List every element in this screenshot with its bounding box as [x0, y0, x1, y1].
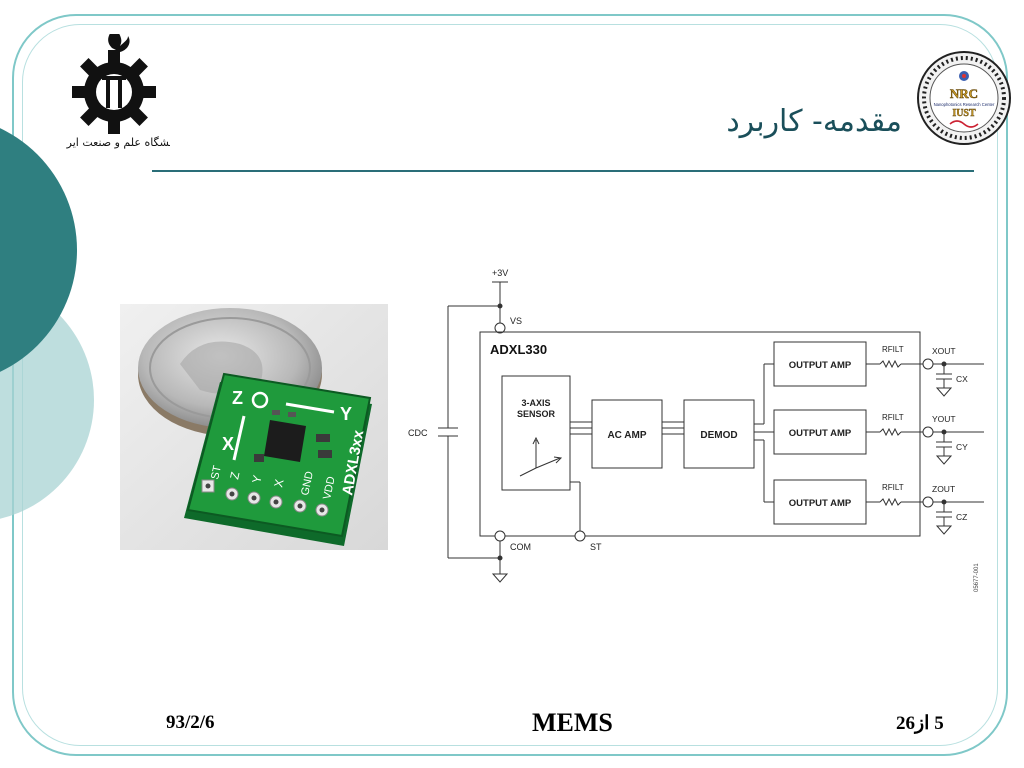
board-arrow-x-icon [232, 415, 246, 461]
sensor-block [501, 375, 571, 491]
figure-code: 05677-001 [974, 563, 980, 592]
board-pin-z: Z [227, 471, 242, 481]
board-pin-y: Y [249, 474, 264, 485]
accelerometer-board-photo: Z Y X ADXL3xx ST Z Y X GND VDD [120, 304, 388, 550]
yout-label: YOUT [932, 414, 956, 424]
demod-block [683, 399, 755, 469]
nrc-logo-line1: NRC [950, 86, 978, 101]
ground-icon [491, 573, 509, 583]
vs-label: VS [510, 316, 522, 326]
cz-label: CZ [956, 512, 967, 522]
sensor-label-line1: 3-AXIS [521, 398, 550, 408]
demod-label: DEMOD [700, 430, 737, 441]
board-axis-x: X [222, 434, 234, 454]
com-label: COM [510, 542, 531, 552]
xout-label: XOUT [932, 346, 956, 356]
cy-label: CY [956, 442, 968, 452]
nrc-logo-line2: Nanophotonics Research Center [934, 102, 995, 107]
board-pin-x: X [271, 478, 286, 489]
rfilt-3-resistor [866, 497, 924, 507]
ac-amp-label: AC AMP [607, 430, 646, 441]
footer-date: 93/2/6 [166, 712, 215, 733]
slide-title: مقدمه- کاربرد [726, 104, 902, 139]
cx-ground-icon [935, 387, 953, 397]
decorative-left-circles [0, 128, 94, 519]
chip-label: ADXL330 [490, 342, 547, 357]
rfilt-1-label: RFILT [882, 345, 904, 354]
board-silkscreen: Z Y X ADXL3xx ST Z Y X GND VDD [209, 388, 367, 501]
board-pin-vdd: VDD [321, 475, 338, 500]
zout-pin [922, 496, 934, 508]
atom-icon [959, 71, 969, 81]
yout-pin [922, 426, 934, 438]
cz-capacitor [935, 502, 953, 535]
cx-label: CX [956, 374, 968, 384]
output-amp-2-label: OUTPUT AMP [789, 428, 852, 439]
cx-capacitor [935, 364, 953, 397]
board-arrow-y-icon [285, 402, 335, 414]
cy-ground-icon [935, 455, 953, 465]
nrc-logo-line3: IUST [952, 108, 976, 119]
axes-icon [519, 436, 563, 477]
st-pin [574, 530, 586, 542]
com-pin [494, 530, 506, 542]
nrc-logo: NRC Nanophotonics Research Center IUST [917, 51, 1011, 145]
st-label: ST [590, 542, 602, 552]
board-pin-st: ST [209, 464, 224, 481]
rfilt-3-label: RFILT [882, 483, 904, 492]
rfilt-2-resistor [866, 427, 924, 437]
rfilt-1-resistor [866, 359, 924, 369]
cy-capacitor [935, 432, 953, 465]
chip-outline [479, 331, 921, 537]
output-amp-3-label: OUTPUT AMP [789, 498, 852, 509]
board-pin-gnd: GND [299, 470, 316, 496]
board-axis-z-circle-icon [251, 391, 269, 409]
supply-label: +3V [492, 268, 508, 278]
output-amp-1-label: OUTPUT AMP [789, 360, 852, 371]
torch-gear-icon [72, 34, 156, 134]
iust-logo-caption: دانشگاه علم و صنعت ایران [66, 136, 170, 149]
sensor-label-line2: SENSOR [517, 409, 556, 419]
xout-pin [922, 358, 934, 370]
sensor-chip [254, 410, 332, 462]
zout-label: ZOUT [932, 484, 955, 494]
iust-logo: دانشگاه علم و صنعت ایران [66, 34, 170, 149]
adxl330-block-diagram: +3V CDC VS ADXL330 3-AXIS SENSOR AC AMP … [408, 268, 984, 592]
wave-icon [949, 120, 979, 128]
board-axis-y: Y [340, 404, 352, 424]
cdc-label: CDC [408, 428, 428, 438]
rfilt-2-label: RFILT [882, 413, 904, 422]
footer-title: MEMS [532, 708, 613, 737]
title-underline [152, 170, 974, 172]
cz-ground-icon [935, 525, 953, 535]
footer-page-number: 5 از26 [896, 713, 944, 734]
vs-pin [494, 322, 506, 334]
board-axis-z: Z [232, 388, 243, 408]
